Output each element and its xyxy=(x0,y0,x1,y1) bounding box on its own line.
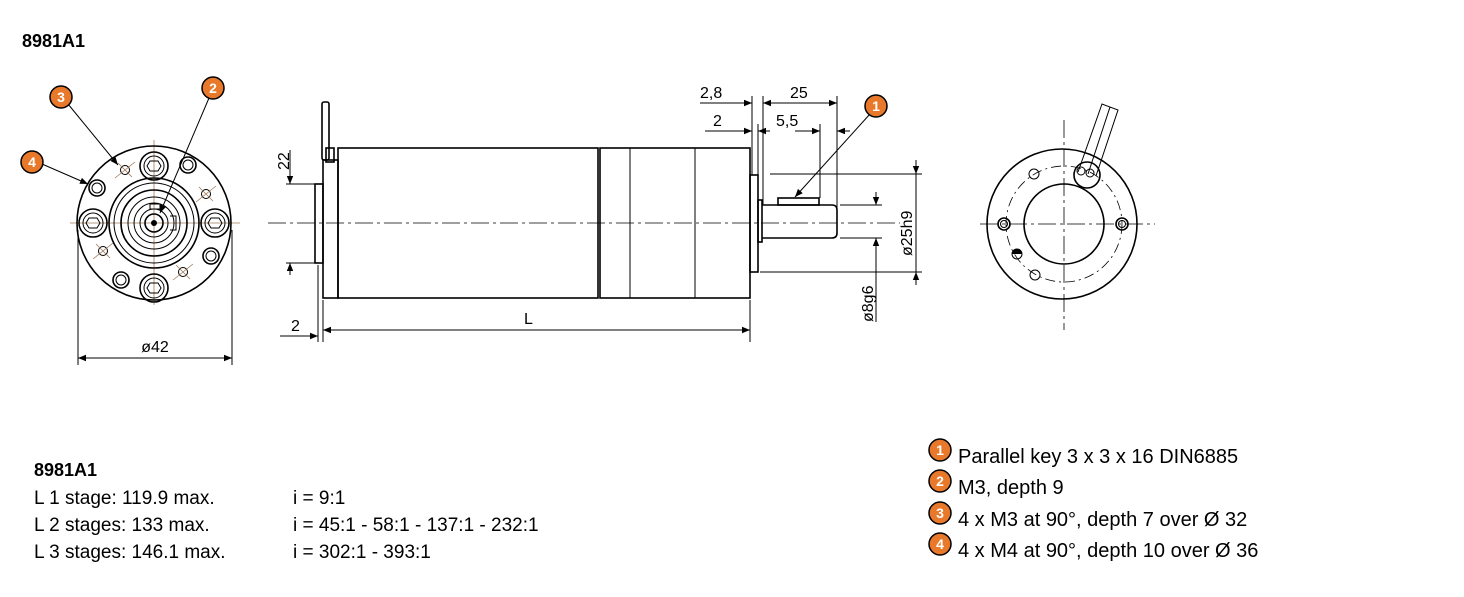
dim-5-5: 5,5 xyxy=(776,113,798,130)
svg-text:4: 4 xyxy=(936,536,944,552)
spec-length: L 1 stage: 119.9 max. xyxy=(34,488,215,509)
specs-table: 8981A1 L 1 stage: 119.9 max. i = 9:1 L 2… xyxy=(34,460,539,563)
svg-text:3: 3 xyxy=(57,89,65,105)
front-view: ø42 xyxy=(41,97,240,365)
legend-item: 4 4 x M4 at 90°, depth 10 over Ø 36 xyxy=(928,532,1258,562)
callout-3: 3 xyxy=(49,85,73,109)
spec-length: L 3 stages: 146.1 max. xyxy=(34,542,226,563)
m3-hole-icon xyxy=(92,161,217,281)
dim-8g6: ø8g6 xyxy=(860,285,877,322)
svg-text:4 x M3 at 90°, depth 7 over Ø: 4 x M3 at 90°, depth 7 over Ø 32 xyxy=(958,509,1247,531)
svg-text:2: 2 xyxy=(209,80,217,96)
spec-ratio: i = 45:1 - 58:1 - 137:1 - 232:1 xyxy=(293,515,539,536)
dim-2-top: 2 xyxy=(713,113,722,130)
side-view: 22 2 L 2,8 25 2 5,5 ø25h9 xyxy=(268,85,922,342)
dim-22: 22 xyxy=(276,152,293,170)
spec-length: L 2 stages: 133 max. xyxy=(34,515,210,536)
dim-L: L xyxy=(524,311,533,328)
legend-item: 1 Parallel key 3 x 3 x 16 DIN6885 xyxy=(928,438,1238,468)
svg-text:M3, depth 9: M3, depth 9 xyxy=(958,477,1064,499)
dim-25: 25 xyxy=(790,85,808,102)
svg-text:3: 3 xyxy=(936,505,944,521)
drawing-title: 8981A1 xyxy=(22,31,85,51)
svg-text:4: 4 xyxy=(28,154,36,170)
dim-25h9: ø25h9 xyxy=(899,211,916,256)
svg-text:4 x M4 at 90°, depth 10 over Ø: 4 x M4 at 90°, depth 10 over Ø 36 xyxy=(958,540,1258,562)
svg-text:1: 1 xyxy=(936,442,944,458)
dim-2-bottom: 2 xyxy=(291,318,300,335)
rear-view xyxy=(980,103,1155,330)
svg-text:2: 2 xyxy=(936,473,944,489)
spec-ratio: i = 302:1 - 393:1 xyxy=(293,542,431,563)
svg-text:Parallel key 3 x 3 x 16 DIN688: Parallel key 3 x 3 x 16 DIN6885 xyxy=(958,446,1238,468)
hex-bolt-icon xyxy=(78,151,230,303)
callout-2: 2 xyxy=(201,76,225,100)
dim-2-8: 2,8 xyxy=(700,85,722,102)
dim-diameter-42: ø42 xyxy=(141,339,169,356)
legend-item: 3 4 x M3 at 90°, depth 7 over Ø 32 xyxy=(928,501,1247,531)
callout-4: 4 xyxy=(20,150,44,174)
specs-title: 8981A1 xyxy=(34,460,97,480)
legend-item: 2 M3, depth 9 xyxy=(928,469,1064,499)
callout-1: 1 xyxy=(864,94,888,118)
svg-text:1: 1 xyxy=(872,98,880,114)
spec-ratio: i = 9:1 xyxy=(293,488,345,509)
legend: 1 Parallel key 3 x 3 x 16 DIN6885 2 M3, de… xyxy=(928,438,1258,562)
